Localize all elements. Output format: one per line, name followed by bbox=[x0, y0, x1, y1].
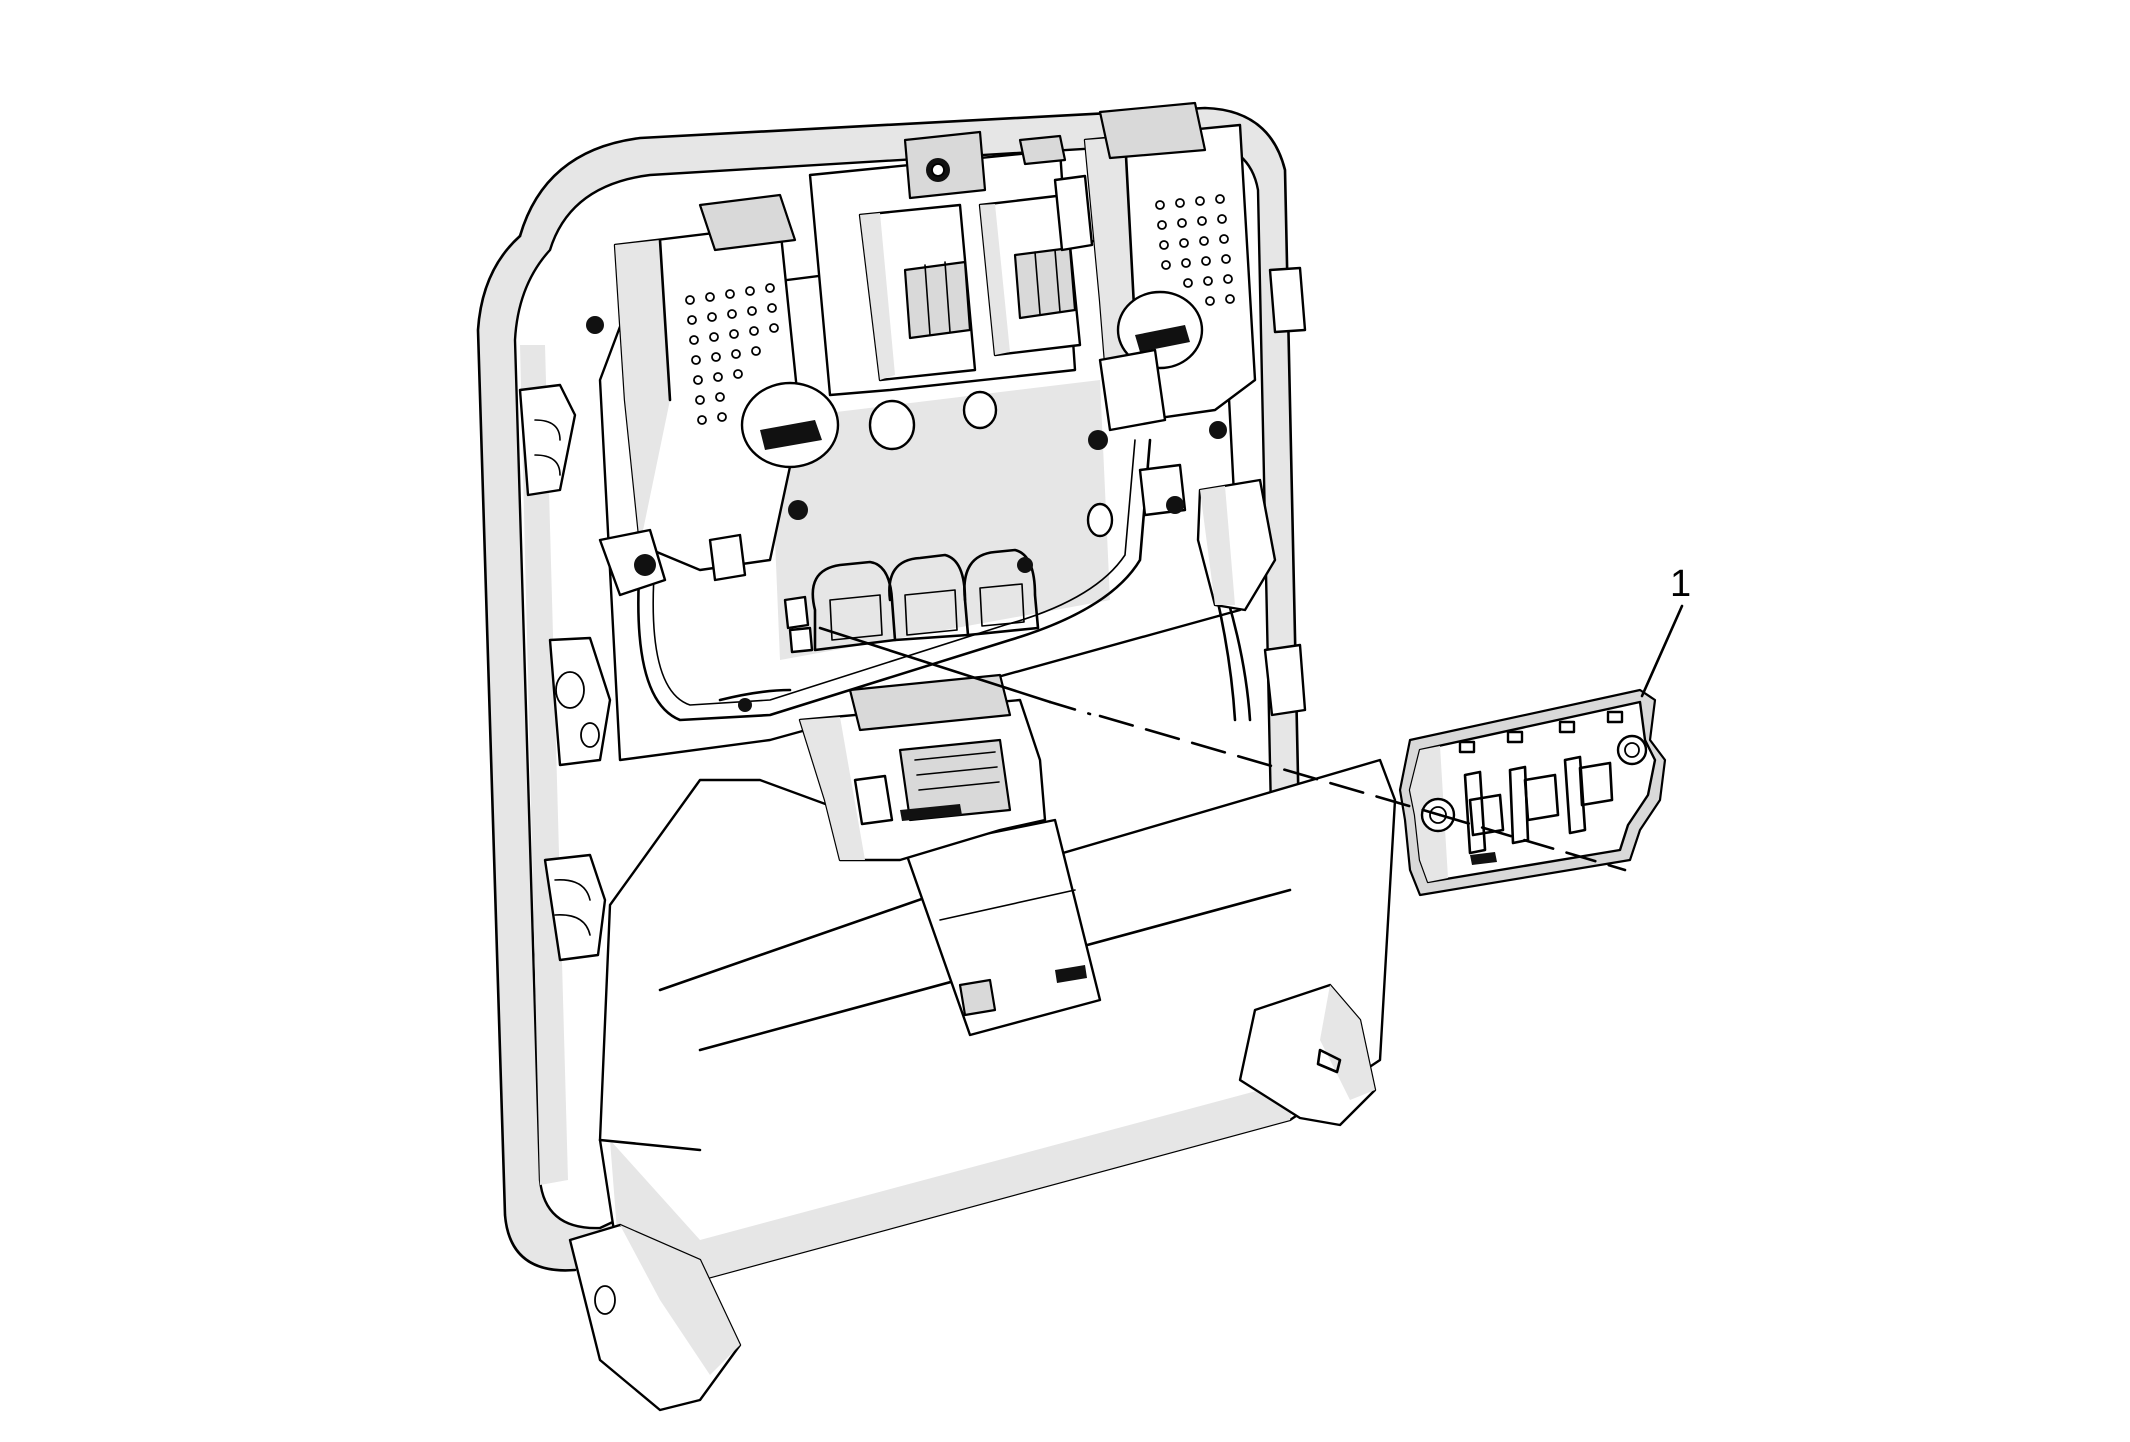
alignment-leader-line bbox=[818, 626, 1627, 872]
bezel-retainer-plate bbox=[1398, 688, 1667, 897]
callout-1: 1 bbox=[1640, 563, 1691, 698]
left-lamp-grille bbox=[685, 283, 779, 425]
side-retaining-clips bbox=[518, 266, 1307, 962]
left-reading-lamp-module bbox=[586, 193, 840, 597]
right-wire-connector bbox=[1196, 478, 1277, 612]
lower-storage-bin bbox=[598, 758, 1397, 1282]
callout-1-label: 1 bbox=[1670, 563, 1691, 605]
center-switch-module bbox=[808, 130, 1094, 451]
center-mounting-slots bbox=[783, 548, 1040, 654]
right-lamp-grille bbox=[1155, 194, 1235, 306]
mounting-feet bbox=[568, 983, 1377, 1412]
right-reading-lamp-module bbox=[1083, 101, 1257, 538]
lower-switch-assembly bbox=[718, 673, 1047, 862]
